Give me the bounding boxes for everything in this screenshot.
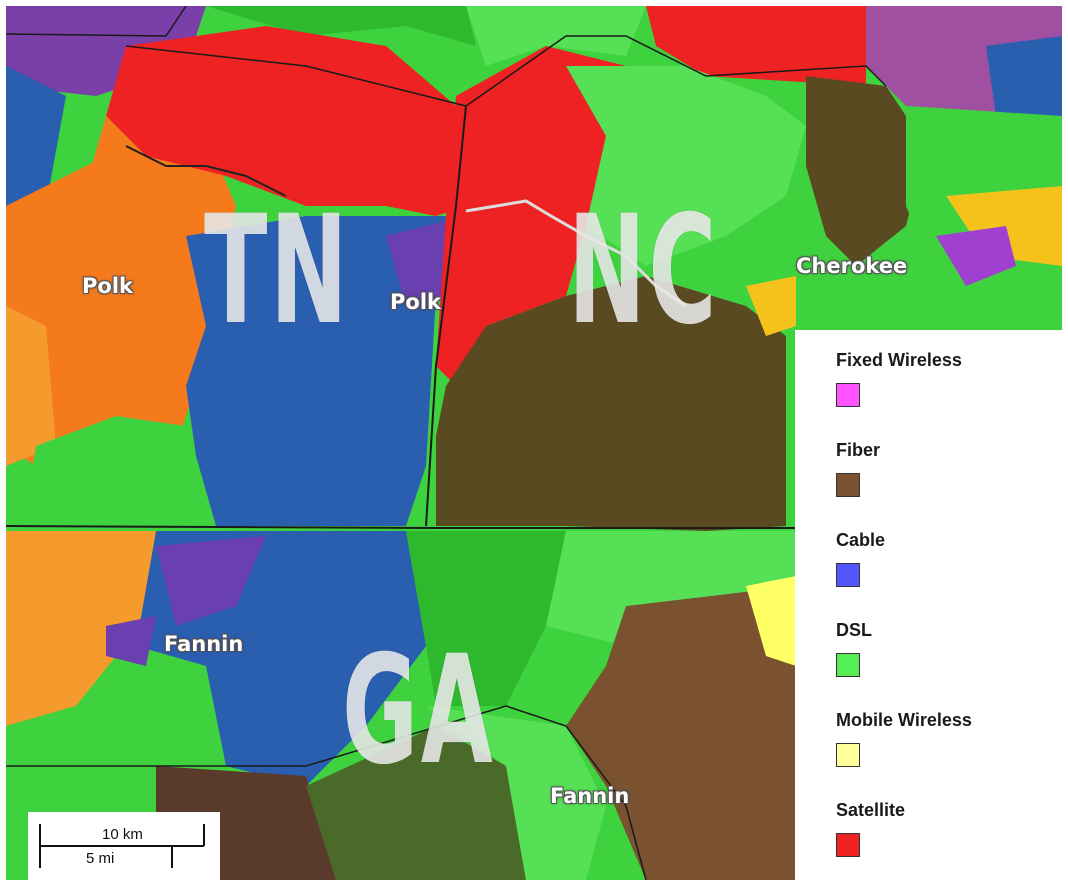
- legend-swatch: [836, 653, 860, 677]
- dsl-area: [406, 531, 566, 706]
- legend-item-mobile-wireless: Mobile Wireless: [836, 710, 972, 767]
- dsl-area: [566, 66, 806, 266]
- state-border-tn-ga: [6, 525, 796, 529]
- legend-item-cable: Cable: [836, 530, 885, 587]
- scale-mi-label: 5 mi: [86, 850, 115, 867]
- county-border: [6, 705, 507, 767]
- state-border-tn-nc: [425, 105, 467, 527]
- cable-area: [6, 66, 66, 226]
- county-border: [505, 705, 647, 880]
- scale-bar-lines: [39, 824, 205, 868]
- scale-bar: 10 km 5 mi: [28, 812, 220, 880]
- state-label-nc: NC: [568, 184, 720, 358]
- county-label-polk: Polk: [390, 290, 441, 314]
- legend-item-dsl: DSL: [836, 620, 872, 677]
- map-canvas: [6, 6, 1062, 880]
- legend-swatch: [836, 473, 860, 497]
- orange-area: [86, 116, 146, 206]
- scale-km-label: 10 km: [102, 826, 143, 843]
- legend-label: Fixed Wireless: [836, 350, 962, 370]
- mobile-wireless-area: [746, 576, 796, 666]
- county-border: [6, 6, 187, 37]
- dsl-area: [206, 6, 476, 46]
- county-label-fannin-west: Fannin: [164, 632, 244, 656]
- purple-area: [386, 221, 446, 306]
- purple-area: [156, 536, 266, 626]
- county-border: [465, 35, 887, 107]
- county-label-cherokee: Cherokee: [796, 254, 908, 278]
- cable-area: [186, 216, 446, 526]
- fiber-area: [806, 76, 926, 266]
- legend-swatch: [836, 743, 860, 767]
- legend-label: Satellite: [836, 800, 906, 820]
- dsl-area: [26, 416, 216, 531]
- purple-area: [106, 616, 156, 666]
- orange-area: [6, 306, 56, 466]
- county-label-polk-tn: Polk: [82, 274, 133, 298]
- legend-label: Cable: [836, 530, 886, 550]
- dsl-area: [426, 706, 606, 880]
- satellite-area: [436, 46, 626, 386]
- river: [465, 199, 687, 308]
- purple-area: [936, 226, 1016, 286]
- satellite-area: [106, 26, 466, 216]
- county-label-fannin-east: Fannin: [550, 784, 630, 808]
- orange-area: [6, 136, 236, 476]
- county-border: [125, 45, 467, 107]
- legend-item-fixed-wireless: Fixed Wireless: [836, 350, 962, 407]
- fiber-area: [306, 726, 526, 880]
- yellow-area: [746, 276, 796, 336]
- legend-item-fiber: Fiber: [836, 440, 880, 497]
- cable-area: [986, 36, 1062, 126]
- map-legend: Fixed Wireless Fiber Cable DSL Mobile Wi…: [795, 330, 1062, 880]
- legend-item-satellite: Satellite: [836, 800, 905, 857]
- legend-swatch: [836, 383, 860, 407]
- orange-area: [946, 186, 1062, 266]
- broadband-map[interactable]: TN NC GA Polk Polk Cherokee Fannin Fanni…: [6, 6, 1062, 880]
- fiber-area: [566, 586, 796, 880]
- state-label-tn: TN: [204, 184, 351, 358]
- legend-swatch: [836, 833, 860, 857]
- satellite-area: [646, 6, 866, 86]
- legend-label: Mobile Wireless: [836, 710, 972, 730]
- dsl-area: [466, 6, 646, 66]
- legend-label: DSL: [836, 620, 872, 640]
- state-label-ga: GA: [342, 624, 496, 798]
- legend-swatch: [836, 563, 860, 587]
- river: [125, 145, 287, 197]
- fiber-area: [436, 276, 786, 531]
- legend-label: Fiber: [836, 440, 881, 460]
